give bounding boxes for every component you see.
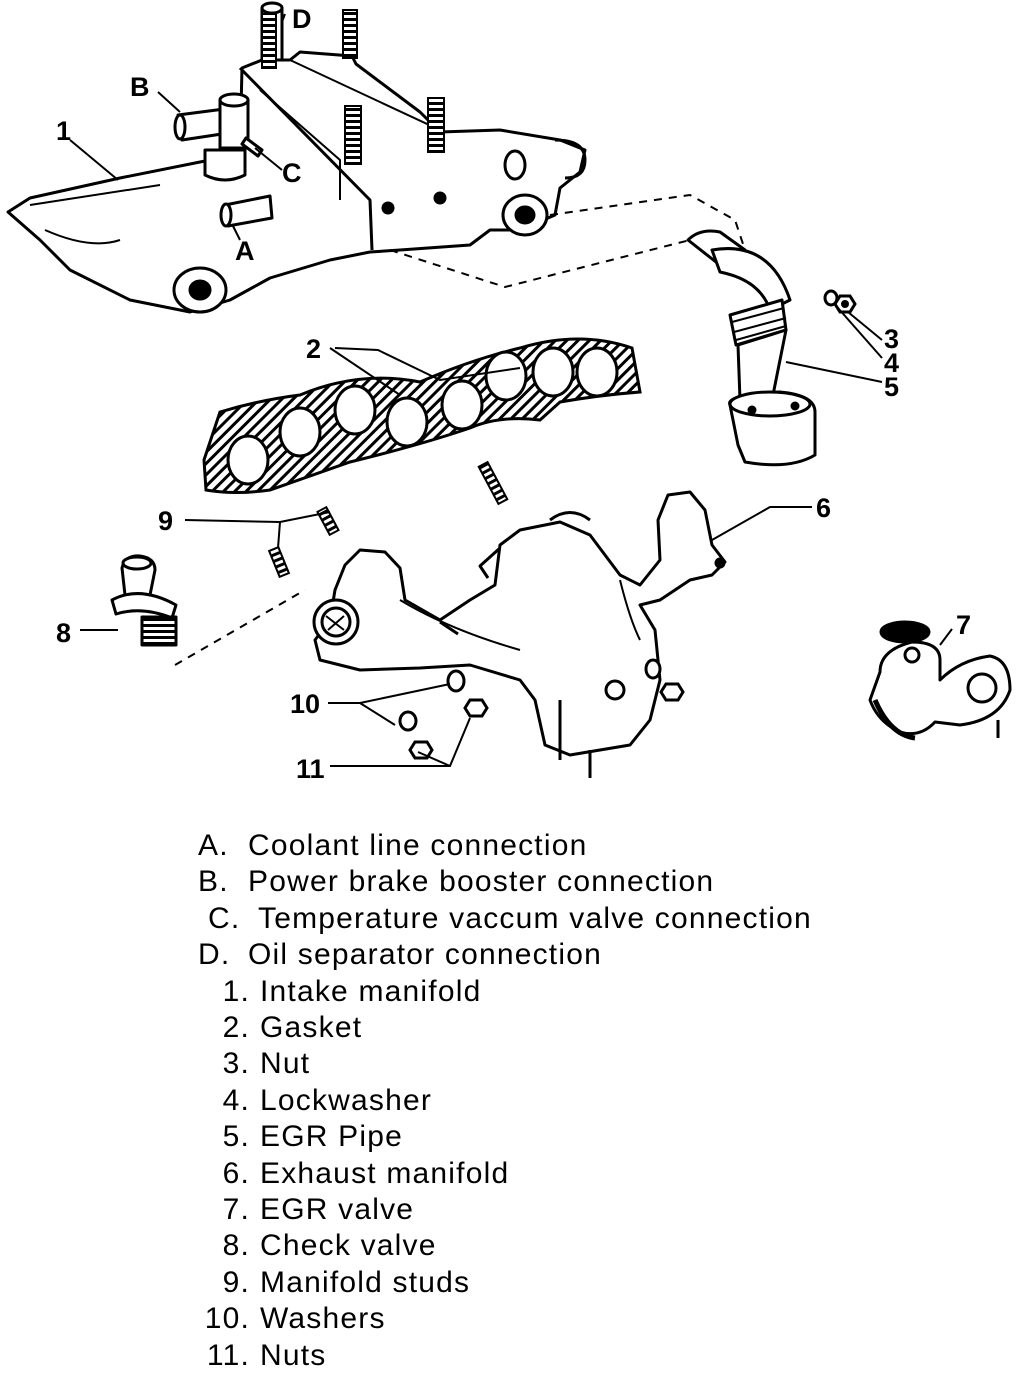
callout-d: D bbox=[292, 4, 312, 34]
legend-key: B. bbox=[198, 865, 229, 899]
legend-key: D. bbox=[198, 938, 231, 972]
legend-key: 6. bbox=[222, 1156, 250, 1190]
callout-labels: A B C D 1 2 3 4 5 6 7 8 9 10 11 bbox=[56, 4, 971, 784]
legend-item: 5. EGR Pipe bbox=[198, 1119, 812, 1155]
legend-item: 3. Nut bbox=[198, 1046, 812, 1082]
legend-item: 11. Nuts bbox=[198, 1338, 812, 1374]
legend-item: C. Temperature vaccum valve connection bbox=[198, 901, 812, 937]
legend-label: Nuts bbox=[260, 1338, 327, 1372]
washers-and-nuts bbox=[398, 658, 685, 760]
legend-item: 8. Check valve bbox=[198, 1228, 812, 1264]
legend-key: 5. bbox=[222, 1120, 250, 1154]
callout-10: 10 bbox=[290, 689, 320, 719]
legend-label: EGR valve bbox=[260, 1193, 415, 1227]
legend-key: 8. bbox=[222, 1229, 250, 1263]
callout-6: 6 bbox=[816, 493, 831, 523]
legend-key: A. bbox=[198, 829, 229, 862]
legend-key: 9. bbox=[222, 1265, 250, 1299]
callout-11: 11 bbox=[296, 754, 325, 784]
legend-item: A. Coolant line connection bbox=[198, 828, 812, 864]
egr-pipe bbox=[686, 229, 817, 467]
legend-label: Gasket bbox=[260, 1011, 363, 1045]
legend-label: Oil separator connection bbox=[248, 938, 602, 972]
egr-valve bbox=[868, 620, 1012, 741]
callout-4: 4 bbox=[884, 348, 899, 378]
brake-booster-fitting bbox=[173, 92, 250, 182]
legend-label: Manifold studs bbox=[260, 1265, 471, 1299]
callout-b: B bbox=[130, 72, 150, 102]
legend-key: 1. bbox=[222, 974, 250, 1008]
legend-key: 7. bbox=[222, 1193, 250, 1227]
callout-9: 9 bbox=[158, 506, 173, 536]
legend-label: Nut bbox=[260, 1047, 311, 1081]
legend-label: Coolant line connection bbox=[248, 829, 588, 862]
legend-item: 1. Intake manifold bbox=[198, 974, 812, 1010]
egr-nut-and-lockwasher bbox=[823, 289, 857, 314]
legend-label: Power brake booster connection bbox=[248, 865, 715, 899]
parts-legend: A. Coolant line connection B. Power brake … bbox=[198, 828, 812, 1374]
legend-label: Lockwasher bbox=[260, 1083, 433, 1117]
legend-key: 4. bbox=[222, 1083, 250, 1117]
legend-key: C. bbox=[208, 901, 241, 935]
legend-label: Washers bbox=[260, 1302, 386, 1336]
legend-key: 10. bbox=[204, 1302, 250, 1336]
callout-1: 1 bbox=[56, 116, 71, 146]
routing-dashed-lines bbox=[174, 193, 746, 666]
legend-item: 9. Manifold studs bbox=[198, 1265, 812, 1301]
callout-a: A bbox=[235, 236, 255, 266]
legend-label: Temperature vaccum valve connection bbox=[258, 901, 812, 935]
legend-item: 7. EGR valve bbox=[198, 1192, 812, 1228]
legend-item: D. Oil separator connection bbox=[198, 937, 812, 973]
legend-item: B. Power brake booster connection bbox=[198, 864, 812, 900]
vacuum-valve-fitting bbox=[240, 136, 264, 158]
leader-lines bbox=[69, 13, 953, 767]
callout-2: 2 bbox=[306, 334, 321, 364]
callout-7: 7 bbox=[956, 610, 971, 640]
legend-key: 3. bbox=[222, 1047, 250, 1081]
check-valve bbox=[110, 554, 178, 647]
callout-c: C bbox=[282, 158, 302, 188]
legend-label: Check valve bbox=[260, 1229, 437, 1263]
manifold-studs-upper bbox=[261, 9, 445, 165]
exhaust-manifold bbox=[312, 490, 727, 778]
callout-5: 5 bbox=[884, 372, 899, 402]
legend-key: 2. bbox=[222, 1011, 250, 1045]
legend-item: 2. Gasket bbox=[198, 1010, 812, 1046]
legend-item: 4. Lockwasher bbox=[198, 1083, 812, 1119]
callout-3: 3 bbox=[884, 324, 899, 354]
legend-label: Intake manifold bbox=[260, 974, 482, 1008]
legend-key: 11. bbox=[206, 1338, 250, 1372]
exploded-parts-diagram: A B C D 1 2 3 4 5 6 7 8 9 10 11 bbox=[6, 1, 1012, 784]
legend-item: 6. Exhaust manifold bbox=[198, 1156, 812, 1192]
callout-8: 8 bbox=[56, 618, 71, 648]
intake-gasket bbox=[202, 337, 642, 494]
coolant-line-fitting bbox=[219, 194, 274, 228]
legend-label: EGR Pipe bbox=[260, 1120, 403, 1154]
legend-label: Exhaust manifold bbox=[260, 1156, 510, 1190]
legend-item: 10. Washers bbox=[198, 1301, 812, 1337]
